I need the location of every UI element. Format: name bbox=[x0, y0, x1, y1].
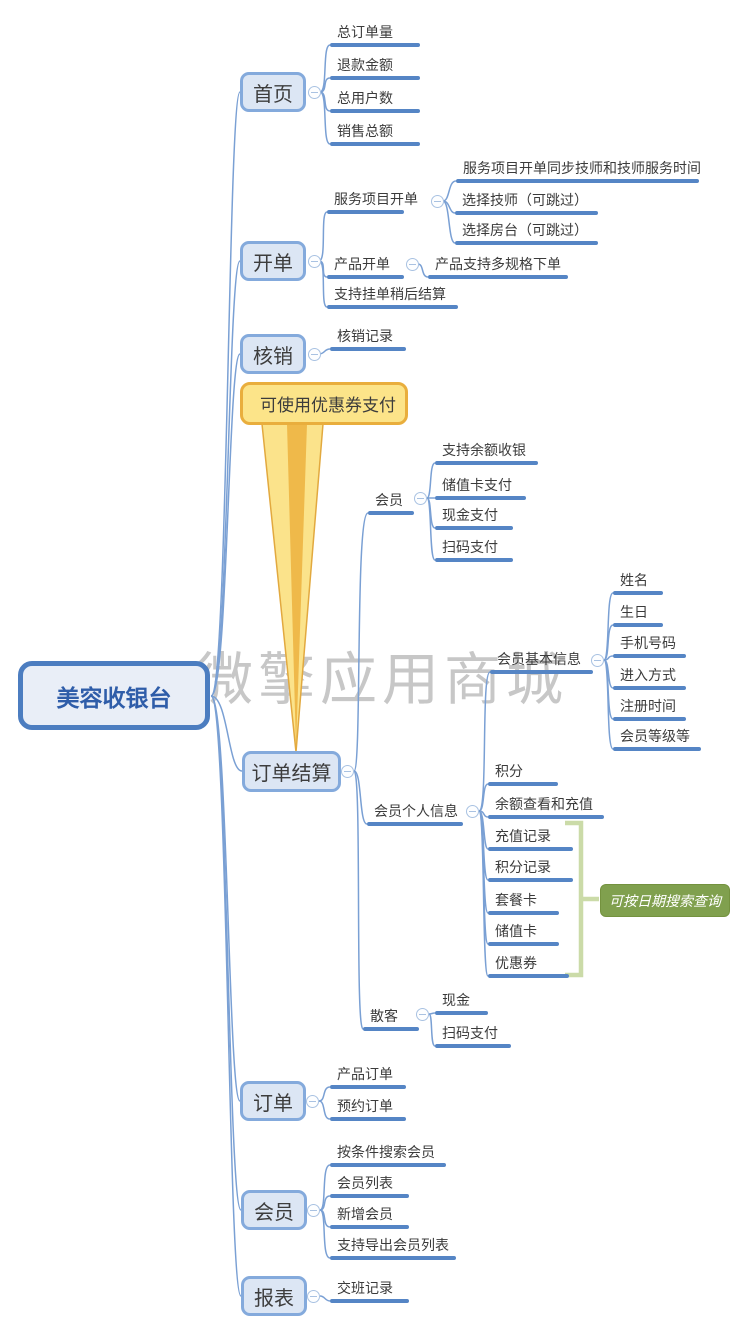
watermark: 微擎应用商城 bbox=[196, 648, 568, 712]
date-search-bracket bbox=[565, 820, 599, 978]
branch-reports[interactable]: 报表 bbox=[241, 1276, 307, 1316]
node-member-basic-info[interactable]: 会员基本信息 bbox=[490, 651, 593, 674]
root-node-beauty-cashier[interactable]: 美容收银台 bbox=[18, 661, 210, 730]
branch-home[interactable]: 首页 bbox=[240, 72, 306, 112]
node-search-members[interactable]: 按条件搜索会员 bbox=[330, 1144, 446, 1167]
node-register-time[interactable]: 注册时间 bbox=[613, 698, 686, 721]
node-points-records[interactable]: 积分记录 bbox=[488, 859, 573, 882]
callout-tail-inner bbox=[287, 424, 307, 748]
node-package-card[interactable]: 套餐卡 bbox=[488, 892, 559, 915]
branch-orders[interactable]: 订单 bbox=[240, 1081, 306, 1121]
node-phone-number[interactable]: 手机号码 bbox=[613, 635, 686, 658]
collapse-icon-orders[interactable] bbox=[306, 1095, 319, 1108]
node-points[interactable]: 积分 bbox=[488, 763, 558, 786]
node-reservation-orders[interactable]: 预约订单 bbox=[330, 1098, 406, 1121]
node-select-room[interactable]: 选择房台（可跳过） bbox=[455, 222, 598, 245]
node-walk-in[interactable]: 散客 bbox=[363, 1008, 419, 1031]
node-total-orders[interactable]: 总订单量 bbox=[330, 24, 420, 47]
node-cash-pay[interactable]: 现金支付 bbox=[435, 507, 513, 530]
node-total-sales[interactable]: 销售总额 bbox=[330, 123, 420, 146]
node-stored-card[interactable]: 储值卡 bbox=[488, 923, 559, 946]
root-label: 美容收银台 bbox=[56, 684, 172, 711]
node-product-billing[interactable]: 产品开单 bbox=[327, 256, 404, 279]
collapse-icon-service-billing[interactable] bbox=[431, 195, 444, 208]
collapse-icon-member-basic-info[interactable] bbox=[591, 654, 604, 667]
node-add-member[interactable]: 新增会员 bbox=[330, 1206, 409, 1229]
branch-verification[interactable]: 核销 bbox=[240, 334, 306, 374]
node-product-orders[interactable]: 产品订单 bbox=[330, 1066, 406, 1089]
node-service-billing[interactable]: 服务项目开单 bbox=[327, 191, 418, 214]
branch-order-settlement[interactable]: 订单结算 bbox=[242, 751, 341, 792]
collapse-icon-verification[interactable] bbox=[308, 348, 321, 361]
collapse-icon-member[interactable] bbox=[414, 492, 427, 505]
node-recharge-records[interactable]: 充值记录 bbox=[488, 828, 573, 851]
node-coupon[interactable]: 优惠券 bbox=[488, 955, 569, 978]
node-walkin-scan-pay[interactable]: 扫码支付 bbox=[435, 1025, 511, 1048]
node-verification-records[interactable]: 核销记录 bbox=[330, 328, 406, 351]
collapse-icon-members[interactable] bbox=[307, 1204, 320, 1217]
collapse-icon-product-billing[interactable] bbox=[406, 258, 419, 271]
branch-billing[interactable]: 开单 bbox=[240, 241, 306, 281]
node-export-member-list[interactable]: 支持导出会员列表 bbox=[330, 1237, 456, 1260]
collapse-icon-walk-in[interactable] bbox=[416, 1008, 429, 1021]
node-hold-order[interactable]: 支持挂单稍后结算 bbox=[327, 286, 458, 309]
collapse-icon-home[interactable] bbox=[308, 86, 321, 99]
note-date-search[interactable]: 可按日期搜索查询 bbox=[600, 884, 730, 917]
collapse-icon-billing[interactable] bbox=[308, 255, 321, 268]
collapse-icon-member-personal-info[interactable] bbox=[466, 805, 479, 818]
node-select-technician[interactable]: 选择技师（可跳过） bbox=[455, 192, 598, 215]
node-scan-pay[interactable]: 扫码支付 bbox=[435, 539, 513, 562]
node-member-personal-info[interactable]: 会员个人信息 bbox=[367, 803, 463, 826]
node-multi-spec-order[interactable]: 产品支持多规格下单 bbox=[428, 256, 568, 279]
node-entry-method[interactable]: 进入方式 bbox=[613, 667, 686, 690]
node-birthday[interactable]: 生日 bbox=[613, 604, 663, 627]
collapse-icon-reports[interactable] bbox=[307, 1290, 320, 1303]
node-member[interactable]: 会员 bbox=[368, 492, 414, 515]
node-balance-cashier[interactable]: 支持余额收银 bbox=[435, 442, 538, 465]
node-shift-records[interactable]: 交班记录 bbox=[330, 1280, 409, 1303]
node-balance-view-recharge[interactable]: 余额查看和充值 bbox=[488, 796, 604, 819]
node-refund-amount[interactable]: 退款金额 bbox=[330, 57, 420, 80]
node-walkin-cash[interactable]: 现金 bbox=[435, 992, 488, 1015]
node-member-level[interactable]: 会员等级等 bbox=[613, 728, 701, 751]
node-stored-card-pay[interactable]: 储值卡支付 bbox=[435, 477, 526, 500]
node-sync-technician-time[interactable]: 服务项目开单同步技师和技师服务时间 bbox=[456, 160, 701, 183]
collapse-icon-order-settlement[interactable] bbox=[341, 765, 354, 778]
node-name[interactable]: 姓名 bbox=[613, 572, 663, 595]
callout-coupon-payment[interactable]: 可使用优惠券支付 bbox=[240, 382, 408, 425]
node-total-users[interactable]: 总用户数 bbox=[330, 90, 420, 113]
node-member-list[interactable]: 会员列表 bbox=[330, 1175, 409, 1198]
branch-members[interactable]: 会员 bbox=[241, 1190, 307, 1230]
